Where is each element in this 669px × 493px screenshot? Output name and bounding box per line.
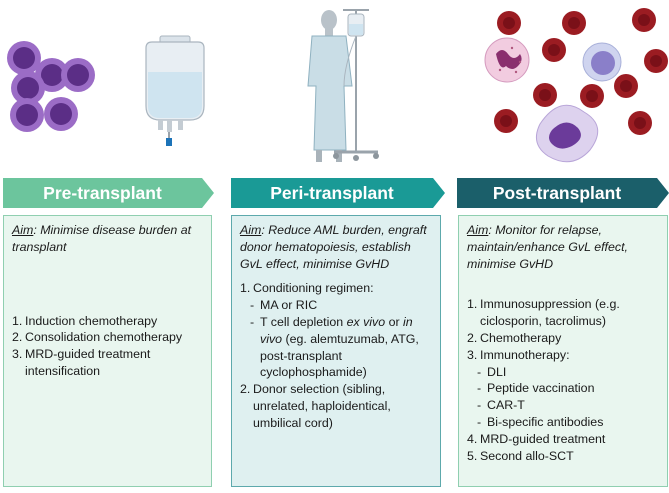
- aim-text: : Reduce AML burden, engraft donor hemat…: [240, 223, 427, 271]
- step-number: 2.: [12, 330, 23, 345]
- sub-list-item: -CAR-T: [477, 398, 525, 413]
- list-item: 2.Donor selection (sibling, unrelated, h…: [240, 381, 432, 431]
- step-text: Second allo-SCT: [480, 448, 574, 463]
- step-number: 1.: [12, 313, 23, 328]
- phase-title: Post-transplant: [492, 183, 622, 203]
- aim-label: Aim: [240, 223, 262, 237]
- phase-title: Pre-transplant: [43, 183, 162, 203]
- sub-list-item: -Peptide vaccination: [477, 381, 595, 396]
- step-text: Conditioning regimen:: [253, 281, 374, 296]
- list-item: 2.Chemotherapy: [467, 330, 659, 347]
- step-list: 1.Conditioning regimen: -MA or RIC -T ce…: [240, 280, 432, 431]
- red-blood-cell-icon: [494, 8, 668, 135]
- leukemic-blast-cells-icon: [7, 41, 95, 132]
- step-list: 1.Induction chemotherapy 2.Consolidation…: [12, 313, 203, 380]
- step-text: MRD-guided treatment intensification: [25, 347, 151, 378]
- sub-step-text: CAR-T: [487, 398, 525, 413]
- step-text: Induction chemotherapy: [25, 313, 158, 328]
- phase-header-peri: Peri-transplant: [231, 178, 445, 208]
- neutrophil-icon: [484, 37, 530, 83]
- list-item: 4.MRD-guided treatment: [467, 431, 659, 448]
- chevron-arrow-shape: [3, 178, 214, 208]
- sub-list-item: -Bi-specific antibodies: [477, 414, 604, 429]
- phase-title: Peri-transplant: [270, 183, 394, 203]
- phase-box-peri: Aim: Reduce AML burden, engraft donor he…: [231, 215, 441, 487]
- aim-text: : Minimise disease burden at transplant: [12, 223, 192, 254]
- sub-list-item: -DLI: [477, 364, 507, 379]
- illustration-strip: [7, 8, 668, 163]
- list-item: 2.Consolidation chemotherapy: [12, 329, 203, 346]
- sub-step-text: Bi-specific antibodies: [487, 414, 604, 429]
- sub-step-text: (eg. alemtuzumab, ATG, post-transplant c…: [260, 331, 419, 380]
- list-item: 3.MRD-guided treatment intensification: [12, 346, 203, 380]
- step-text: Immunosuppression (e.g. ciclosporin, tac…: [480, 297, 620, 329]
- sub-step-list: -DLI -Peptide vaccination -CAR-T -Bi-spe…: [467, 364, 659, 431]
- phase-box-post: Aim: Monitor for relapse, maintain/enhan…: [458, 215, 668, 487]
- step-number: 4.: [467, 431, 478, 446]
- aim-statement: Aim: Minimise disease burden at transpla…: [12, 222, 203, 256]
- step-number: 1.: [240, 281, 251, 296]
- sub-step-text: T cell depletion: [260, 314, 347, 329]
- aim-statement: Aim: Monitor for relapse, maintain/enhan…: [467, 222, 659, 272]
- phase-box-pre: Aim: Minimise disease burden at transpla…: [3, 215, 212, 487]
- step-text: Immunotherapy:: [480, 347, 570, 362]
- aim-label: Aim: [12, 223, 34, 237]
- chevron-arrow-shape: [231, 178, 445, 208]
- patient-with-iv-drip-icon: [307, 9, 379, 162]
- sub-step-list: -MA or RIC -T cell depletion ex vivo or …: [240, 297, 432, 381]
- list-item: 3.Immunotherapy: -DLI -Peptide vaccinati…: [467, 347, 659, 431]
- phase-header-post: Post-transplant: [457, 178, 669, 208]
- list-item: 1.Induction chemotherapy: [12, 313, 203, 330]
- step-text: Donor selection (sibling, unrelated, hap…: [253, 382, 391, 430]
- step-text: Chemotherapy: [480, 330, 562, 345]
- sub-step-text: Peptide vaccination: [487, 381, 595, 396]
- chevron-arrow-shape: [457, 178, 669, 208]
- step-text: Consolidation chemotherapy: [25, 330, 183, 345]
- sub-step-text: MA or RIC: [260, 298, 318, 313]
- step-number: 5.: [467, 448, 478, 463]
- step-text: MRD-guided treatment: [480, 431, 606, 446]
- step-list: 1.Immunosuppression (e.g. ciclosporin, t…: [467, 296, 659, 464]
- sub-step-text: or: [385, 314, 404, 329]
- step-number: 2.: [240, 382, 251, 397]
- sub-step-text: DLI: [487, 364, 507, 379]
- sub-step-italic: ex vivo: [346, 314, 386, 329]
- list-item: 1.Immunosuppression (e.g. ciclosporin, t…: [467, 296, 659, 330]
- iv-bag-icon: [145, 35, 205, 146]
- sub-step-italic: in vivo: [260, 314, 413, 346]
- aim-statement: Aim: Reduce AML burden, engraft donor he…: [240, 222, 432, 272]
- phase-header-pre: Pre-transplant: [3, 178, 214, 208]
- lymphocyte-icon: [582, 42, 622, 82]
- monocyte-icon: [535, 104, 599, 163]
- step-number: 3.: [467, 347, 478, 362]
- sub-list-item: -MA or RIC: [250, 298, 318, 313]
- step-number: 3.: [12, 347, 23, 362]
- list-item: 5.Second allo-SCT: [467, 448, 659, 465]
- sub-list-item: -T cell depletion ex vivo or in vivo (eg…: [250, 314, 419, 380]
- step-number: 2.: [467, 330, 478, 345]
- step-number: 1.: [467, 297, 478, 312]
- aim-label: Aim: [467, 223, 489, 237]
- aim-text: : Monitor for relapse, maintain/enhance …: [467, 223, 628, 271]
- list-item: 1.Conditioning regimen: -MA or RIC -T ce…: [240, 280, 432, 381]
